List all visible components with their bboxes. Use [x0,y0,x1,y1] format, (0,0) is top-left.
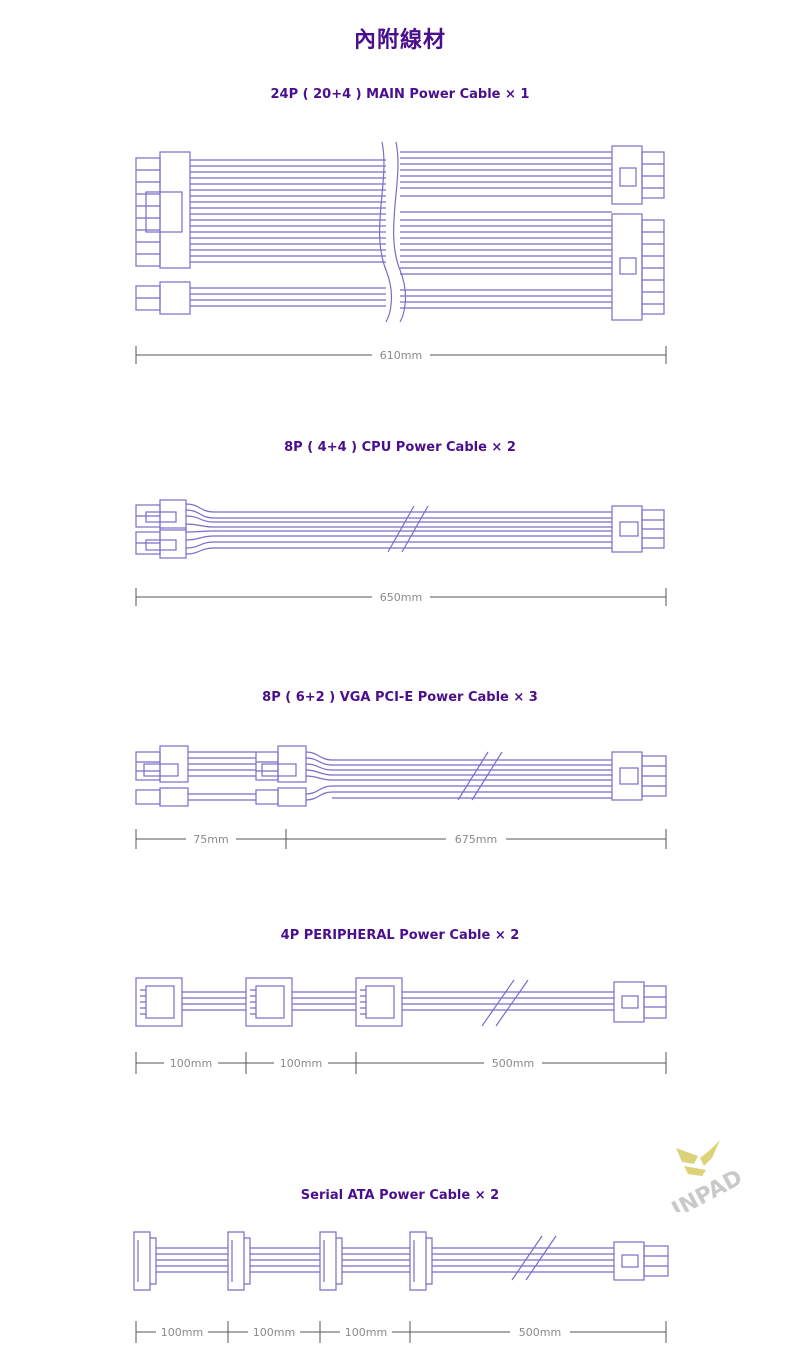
logo-wing-lower [684,1166,706,1176]
main-left-latch [145,191,183,233]
cpu-left-connector-bottom [159,527,187,559]
vga-dim-675: 675mm [455,833,497,846]
sata-connector-2 [227,1231,251,1291]
vga-break [457,751,503,801]
peripheral-dimension [135,1052,667,1074]
cable-title-main: 24P ( 20+4 ) MAIN Power Cable × 1 [270,87,530,102]
cable-title-cpu: 8P ( 4+4 ) CPU Power Cable × 2 [284,440,516,455]
cpu-wires [214,511,612,549]
cpu-break [387,505,429,553]
main-aux-wires [190,287,386,307]
main-wires-left [190,159,386,263]
logo-wing-left [676,1148,698,1164]
main-left-pins [135,157,161,267]
cable-title-sata: Serial ATA Power Cable × 2 [300,1188,500,1203]
cpu-dimension [135,588,667,606]
peripheral-connector-1 [135,977,183,1027]
main-right-latch-bottom [619,257,637,275]
cable-sata-drawing [133,1231,669,1291]
inpad-logo: INPAD [668,1140,747,1212]
main-break-left [379,141,393,323]
cpu-left-connector-top [159,499,187,531]
main-right-latch-top [619,167,637,187]
sata-connector-1 [133,1231,157,1291]
vga-dimension [135,829,667,849]
peripheral-dim-100-a: 100mm [170,1057,212,1070]
main-left-connector [159,151,191,269]
page-title: 內附線材 [353,28,446,53]
peripheral-connector-2 [245,977,293,1027]
peripheral-break [481,979,529,1027]
sata-connector-3 [319,1231,343,1291]
sata-dimension [135,1321,667,1343]
cable-title-peripheral: 4P PERIPHERAL Power Cable × 2 [280,928,520,943]
main-dim-610: 610mm [380,349,422,362]
cpu-dim-650: 650mm [380,591,422,604]
vga-left-aux-connector [159,787,189,807]
peripheral-connector-3 [355,977,403,1027]
main-right-connector-bottom [611,213,643,321]
vga-wires [332,759,612,799]
main-dimension [135,346,667,364]
cable-main-drawing [135,141,665,323]
main-wires-right [400,151,612,275]
cable-title-vga: 8P ( 6+2 ) VGA PCI-E Power Cable × 3 [262,690,538,705]
vga-mid-aux-connector [277,787,307,807]
sata-dim-500: 500mm [519,1326,561,1339]
logo-wing-right [700,1140,720,1166]
peripheral-end-connector [613,981,645,1023]
peripheral-dim-500: 500mm [492,1057,534,1070]
sata-end-connector [613,1241,645,1281]
sata-wires [432,1247,614,1273]
sata-break [511,1235,557,1281]
sata-dim-100-b: 100mm [253,1326,295,1339]
sata-connector-4 [409,1231,433,1291]
peripheral-dim-100-b: 100mm [280,1057,322,1070]
peripheral-wires [402,991,614,1011]
main-aux-connector [159,281,191,315]
vga-dim-75: 75mm [193,833,228,846]
main-break-right [393,141,407,323]
cable-vga-drawing [135,745,667,807]
sata-dim-100-a: 100mm [161,1326,203,1339]
main-right-connector-top [611,145,643,205]
cable-peripheral-drawing [135,977,667,1027]
cable-cpu-drawing [135,499,665,559]
sata-dim-100-c: 100mm [345,1326,387,1339]
